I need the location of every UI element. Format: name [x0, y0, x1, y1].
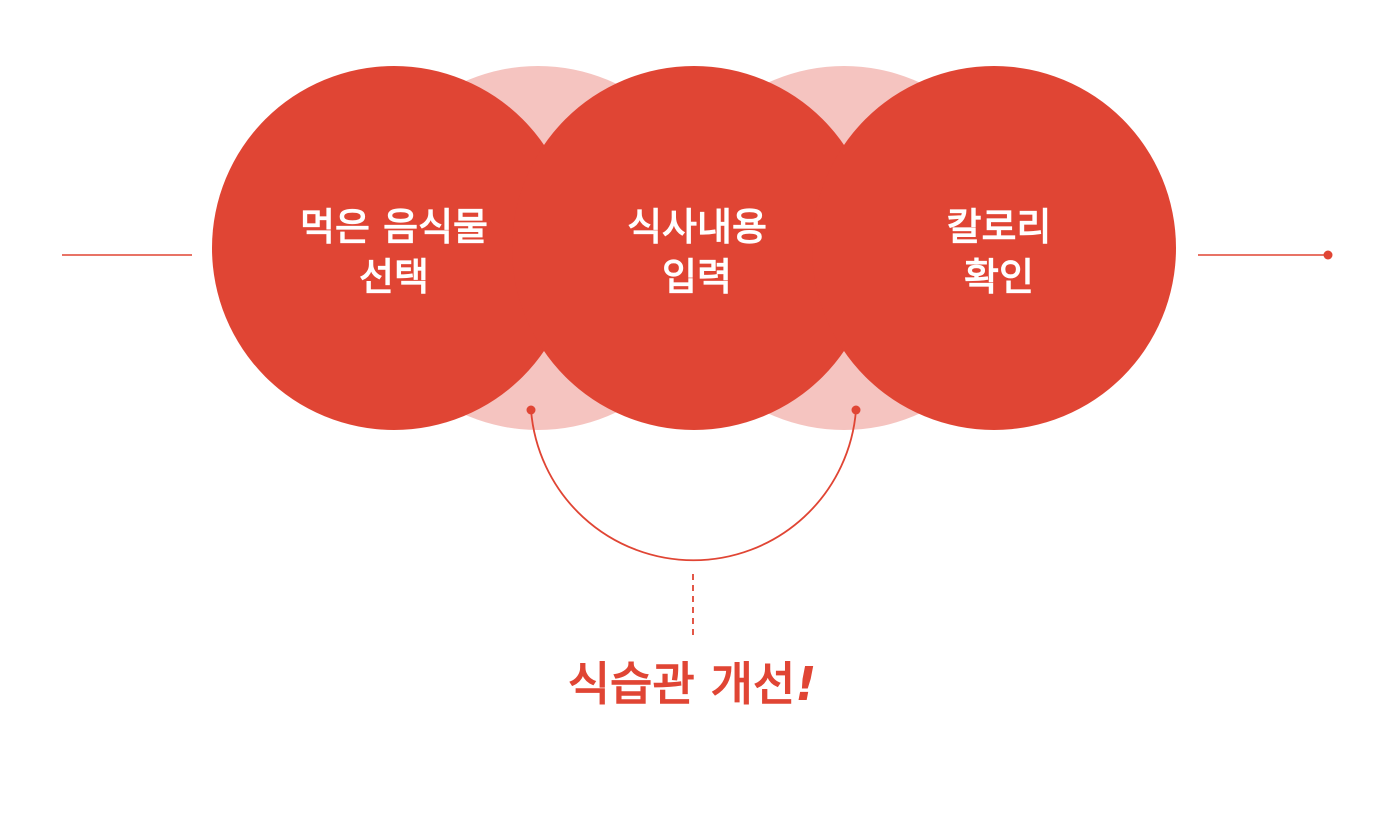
arc-dot-right [851, 405, 861, 415]
result-text: 식습관 개선 [568, 657, 796, 711]
result-label: 식습관 개선! [568, 657, 817, 711]
result-exclaim: ! [795, 657, 816, 711]
right-connector-dot [1323, 250, 1333, 260]
step-circle-3 [812, 66, 1176, 430]
step-2-line1: 식사내용 [627, 205, 767, 249]
step-circle-2 [512, 66, 876, 430]
step-1-line1: 먹은 음식물 [300, 205, 488, 249]
step-circle-1 [212, 66, 576, 430]
arc-dot-left [526, 405, 536, 415]
step-2-line2: 입력 [662, 255, 732, 299]
step-3-line2: 확인 [964, 255, 1034, 299]
step-1-line2: 선택 [359, 255, 429, 299]
bottom-arc [530, 409, 857, 562]
step-3-line1: 칼로리 [947, 205, 1052, 249]
